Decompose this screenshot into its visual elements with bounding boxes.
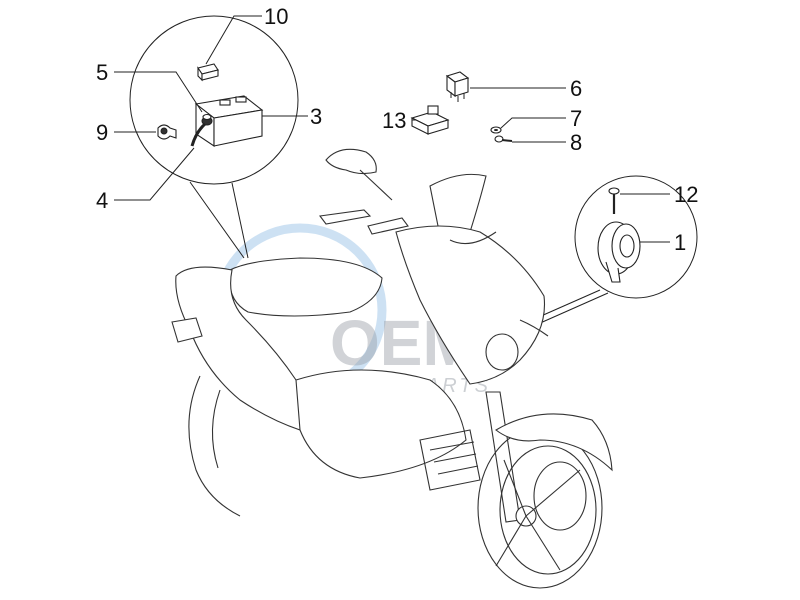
callout-1: 1 (674, 230, 686, 255)
horn-screw (608, 187, 620, 214)
battery-detail-circle (129, 15, 299, 185)
leader-5 (114, 71, 203, 113)
horn-detail-circle (574, 175, 698, 299)
callout-8: 8 (570, 130, 582, 155)
callout-7: 7 (570, 106, 582, 131)
leader-7 (500, 117, 566, 129)
relay-holder (410, 105, 450, 135)
battery-detail (129, 15, 299, 259)
callout-4: 4 (96, 188, 108, 213)
screw (494, 135, 513, 143)
battery-detail-leader-right (231, 182, 249, 259)
callout-3: 3 (310, 104, 322, 129)
battery-detail-leader-left (189, 181, 245, 259)
callout-10: 10 (264, 4, 288, 29)
callout-5: 5 (96, 60, 108, 85)
relay (445, 71, 470, 102)
callout-6: 6 (570, 76, 582, 101)
leader-10 (205, 15, 262, 65)
callout-labels: 10 5 3 9 4 6 13 7 8 12 1 (96, 4, 698, 255)
callout-13: 13 (382, 108, 406, 133)
horn-detail (531, 175, 698, 325)
battery-terminal (201, 113, 213, 126)
battery-clip (157, 124, 177, 140)
callout-12: 12 (674, 182, 698, 207)
horn (597, 221, 641, 283)
battery-cable (190, 122, 207, 147)
horn-detail-leader-2 (537, 292, 609, 325)
scooter-outline (171, 148, 613, 589)
callout-leaders (114, 15, 670, 243)
fuse (197, 63, 219, 82)
callout-9: 9 (96, 120, 108, 145)
leader-4 (114, 147, 195, 201)
